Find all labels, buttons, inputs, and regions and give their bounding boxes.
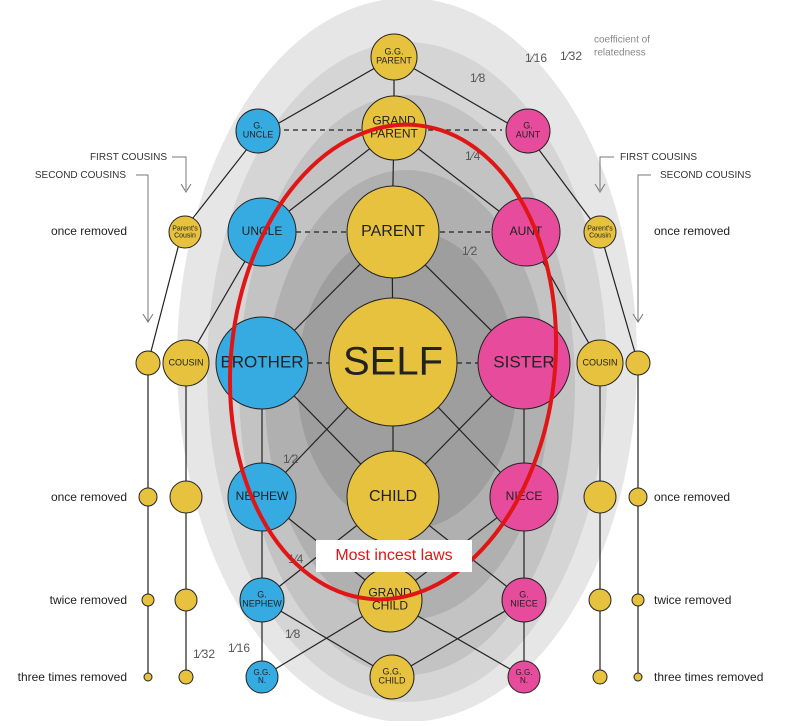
node-parent[interactable] [346,185,440,279]
side-label-right-1: once removed [654,490,730,504]
fraction-quarter-top: 1⁄4 [465,149,481,163]
incest-law-outline [227,122,559,602]
label-child: CHILD [369,488,417,505]
node-twice-removed-left[interactable] [174,588,198,612]
label-cousin-right: COUSIN [582,357,617,367]
fraction-sixteenth-top: 1⁄16 [525,51,547,65]
node-g-niece[interactable] [501,577,547,623]
fraction-eighth-top: 1⁄8 [470,71,486,85]
first-cousins-right: FIRST COUSINS [620,152,697,163]
label-brother: BROTHER [220,352,303,371]
node-gg-n-left[interactable] [245,660,279,694]
cousin-arrows [136,156,651,323]
node-twice-removed-right[interactable] [588,588,612,612]
label-cousin-left: COUSIN [168,357,203,367]
label-gg-parent: G.G.PARENT [376,47,412,66]
fraction-half-bottom: 1⁄2 [283,452,299,466]
node-once-removed-right-far[interactable] [628,487,648,507]
label-g-niece: G.NIECE [510,590,538,609]
node-gg-parent[interactable] [370,33,418,81]
node-brother[interactable] [215,316,309,410]
node-self[interactable] [328,297,458,427]
node-g-aunt[interactable] [505,108,551,154]
fraction-quarter-bottom: 1⁄4 [288,552,304,566]
label-gg-child: G.G.CHILD [378,667,406,686]
node-gg-n-right[interactable] [507,660,541,694]
node-g-uncle[interactable] [235,108,281,154]
side-label-right-0: once removed [654,224,730,238]
label-g-uncle: G.UNCLE [243,121,274,140]
first-cousins-left: FIRST COUSINS [90,152,167,163]
node-parents-cousin-left[interactable] [168,215,202,249]
node-twice-removed-right-far[interactable] [631,593,645,607]
label-gg-n-left: G.G.N. [254,668,271,685]
fraction-eighth-bottom: 1⁄8 [285,627,301,641]
label-g-aunt: G.AUNT [516,121,541,140]
label-niece: NIECE [506,489,543,503]
label-gg-n-right: G.G.N. [516,668,533,685]
second-cousins-right: SECOND COUSINS [660,170,751,181]
node-three-removed-left[interactable] [178,669,194,685]
node-cousin-right[interactable] [576,339,624,387]
fraction-half-top: 1⁄2 [462,244,478,258]
label-self: SELF [343,340,443,384]
label-sister: SISTER [493,352,554,371]
label-parent: PARENT [361,223,425,240]
side-label-right-3: three times removed [654,670,763,684]
node-cousin-left-small[interactable] [135,350,161,376]
label-uncle: UNCLE [242,224,283,238]
node-parents-cousin-right[interactable] [583,215,617,249]
side-label-left-3: three times removed [18,670,127,684]
node-twice-removed-left-far[interactable] [141,593,155,607]
side-label-left-1: once removed [51,490,127,504]
node-cousin-right-small[interactable] [625,350,651,376]
fraction-thirtysecond-bottom: 1⁄32 [193,647,215,661]
fraction-thirtysecond-top: 1⁄32 [560,49,582,63]
label-g-nephew: G.NEPHEW [242,590,282,609]
node-once-removed-right[interactable] [583,480,617,514]
node-sister[interactable] [477,316,571,410]
node-three-removed-right[interactable] [592,669,608,685]
side-label-left-2: twice removed [50,593,127,607]
node-three-removed-right-far[interactable] [633,672,643,682]
side-label-right-2: twice removed [654,593,731,607]
node-three-removed-left-far[interactable] [143,672,153,682]
node-gg-child[interactable] [369,654,415,700]
node-once-removed-left-far[interactable] [138,487,158,507]
node-once-removed-left[interactable] [169,480,203,514]
node-g-nephew[interactable] [239,577,285,623]
fraction-sixteenth-bottom: 1⁄16 [228,641,250,655]
node-cousin-left[interactable] [162,339,210,387]
label-nephew: NEPHEW [236,489,289,503]
side-label-left-0: once removed [51,224,127,238]
node-uncle[interactable] [227,197,297,267]
second-cousins-left: SECOND COUSINS [35,170,126,181]
incest-law-callout: Most incest laws [316,540,472,572]
